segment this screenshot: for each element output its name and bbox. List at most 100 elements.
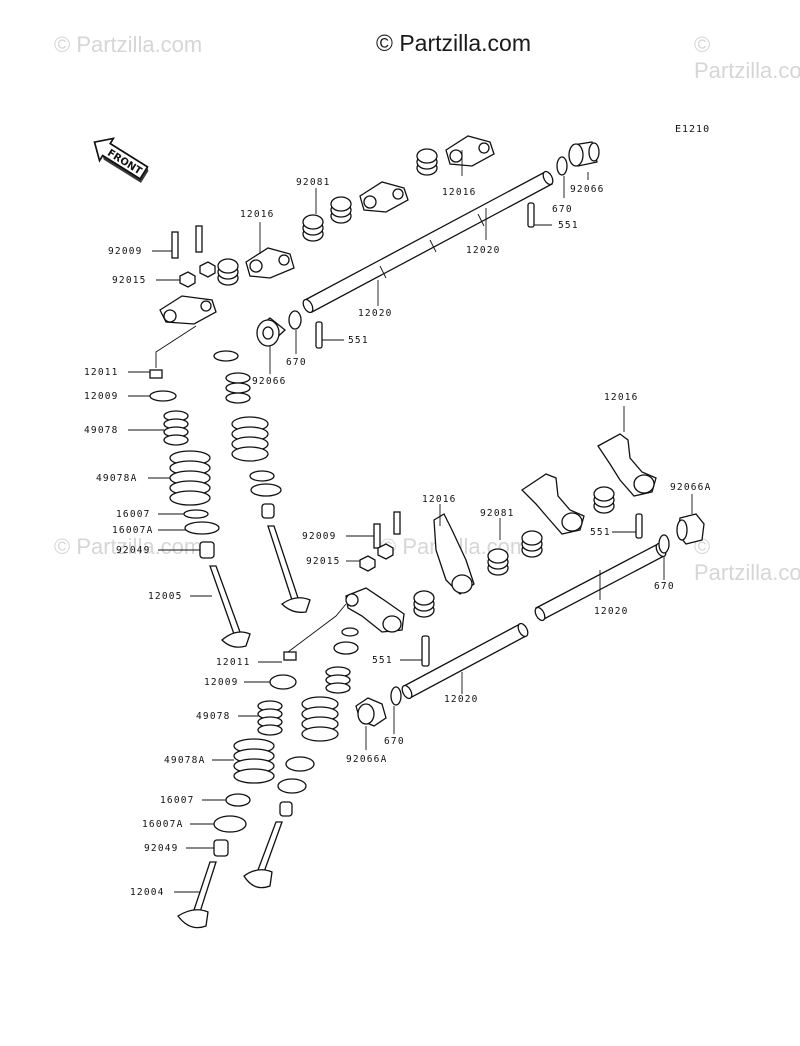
spring-92081-top-d (416, 148, 438, 176)
label-92066-top-mid: 92066 (252, 376, 287, 387)
label-12009-bottom: 12009 (204, 677, 239, 688)
collet-12011-top (149, 369, 163, 379)
label-49078A-bottom: 49078A (164, 755, 206, 766)
label-92009-top: 92009 (108, 246, 143, 257)
watermark-center: © Partzilla.com (376, 30, 531, 56)
label-92049-top: 92049 (116, 545, 151, 556)
seat-16007A-top (184, 521, 220, 535)
label-551-top-right: 551 (558, 220, 579, 231)
label-551-top-mid: 551 (348, 335, 369, 346)
watermark-top-left: © Partzilla.com (54, 32, 203, 57)
retainer-12009-top (149, 390, 177, 402)
label-49078A-top: 49078A (96, 473, 138, 484)
label-12020-bottom-right: 12020 (594, 606, 629, 617)
label-670-bottom-right: 670 (654, 581, 675, 592)
label-49078-top: 49078 (84, 425, 119, 436)
rocker-arm-bottom-3 (520, 473, 585, 535)
label-12020-top-mid: 12020 (358, 308, 393, 319)
spring-92081-bottom-c (521, 530, 543, 558)
label-12005: 12005 (148, 591, 183, 602)
nut-92015-bottom-a (359, 555, 376, 572)
retainer-12009-bottom (269, 674, 297, 690)
outer-spring-49078A-top (169, 450, 211, 506)
label-551-bottom-right: 551 (590, 527, 611, 538)
label-12016-bottom-right: 12016 (604, 392, 639, 403)
rocker-arm-bottom-4 (597, 433, 657, 497)
label-92015-top: 92015 (112, 275, 147, 286)
o-ring-670-top-mid (288, 310, 302, 330)
shaft-cap-92066A-bottom (355, 697, 387, 727)
o-ring-670-bottom-mid (390, 686, 402, 706)
shaft-cap-92066A-right (676, 513, 705, 545)
adjust-screw-92009-top-b (195, 225, 203, 253)
shaft-cap-92066-top-mid (256, 317, 286, 347)
label-12020-bottom-mid: 12020 (444, 694, 479, 705)
label-16007-bottom: 16007 (160, 795, 195, 806)
label-12004: 12004 (130, 887, 165, 898)
label-670-bottom-mid: 670 (384, 736, 405, 747)
leader-lines (128, 150, 693, 893)
rocker-arm-top-1 (159, 295, 217, 325)
spring-92081-top-b (302, 214, 324, 242)
label-92049-bottom: 92049 (144, 843, 179, 854)
rocker-arm-top-2 (245, 247, 295, 279)
nut-92015-top-a (179, 271, 196, 288)
label-16007-top: 16007 (116, 509, 151, 520)
label-12011-bottom: 12011 (216, 657, 251, 668)
nut-92015-bottom-b (377, 543, 394, 560)
label-92066-top: 92066 (570, 184, 605, 195)
spring-92081-bottom-b (487, 548, 509, 576)
rocker-arm-bottom-1 (345, 587, 405, 633)
valve-column-top-mid (213, 350, 311, 613)
label-12016-top-right: 12016 (442, 187, 477, 198)
watermark-mid-left: © Partzilla.com (54, 534, 203, 559)
label-92066A-bottom: 92066A (346, 754, 388, 765)
adjust-screw-92009-bottom-b (393, 511, 401, 535)
seat-16007-bottom (225, 793, 251, 807)
o-ring-670-bottom-right (658, 534, 670, 554)
pin-551-bottom-right (635, 513, 643, 539)
seat-16007-top (183, 509, 209, 519)
stem-seal-92049-bottom (213, 839, 229, 857)
inner-spring-49078-bottom (257, 700, 283, 736)
label-670-top-right: 670 (552, 204, 573, 215)
rocker-shaft-bottom-mid (401, 622, 529, 700)
label-12016-top-left: 12016 (240, 209, 275, 220)
shaft-cap-92066-top (568, 141, 600, 167)
spring-92081-bottom-d (593, 486, 615, 514)
valve-12005 (209, 565, 251, 648)
nut-92015-top-b (199, 261, 216, 278)
label-12011-top: 12011 (84, 367, 119, 378)
label-670-top-mid: 670 (286, 357, 307, 368)
rocker-arm-top-3 (359, 181, 409, 213)
pin-551-bottom-mid (421, 635, 430, 667)
inner-spring-49078-top (163, 410, 189, 446)
spring-92081-top-a (217, 258, 239, 286)
part-labels: 92081 12016 12016 92066 670 551 12020 92… (84, 177, 712, 898)
label-12020-top-right: 12020 (466, 245, 501, 256)
seat-16007A-bottom (213, 815, 247, 833)
adjust-screw-92009-top-a (171, 231, 179, 259)
watermark-top-right: © Partzilla.com (694, 32, 800, 83)
rocker-shaft-top (302, 170, 554, 314)
stem-seal-92049-top (199, 541, 215, 559)
valve-column-bottom-mid (243, 627, 359, 889)
spring-92081-bottom-a (413, 590, 435, 618)
valve-12004 (177, 861, 217, 929)
label-12009-top: 12009 (84, 391, 119, 402)
o-ring-670-top-right (556, 156, 568, 176)
front-arrow-icon: FRONT (93, 137, 149, 183)
pin-551-top-mid (315, 321, 323, 349)
label-16007A-top: 16007A (112, 525, 154, 536)
label-92066A-right: 92066A (670, 482, 712, 493)
watermark-mid-right: © Partzilla.com (694, 534, 800, 585)
label-12016-bottom-mid: 12016 (422, 494, 457, 505)
label-16007A-bottom: 16007A (142, 819, 184, 830)
label-92015-bottom: 92015 (306, 556, 341, 567)
label-92081-top: 92081 (296, 177, 331, 188)
collet-12011-bottom (283, 651, 297, 661)
pin-551-top-right (527, 202, 535, 228)
outer-spring-49078A-bottom (233, 738, 275, 784)
diagram-code: E1210 (675, 124, 711, 135)
label-92081-bottom: 92081 (480, 508, 515, 519)
